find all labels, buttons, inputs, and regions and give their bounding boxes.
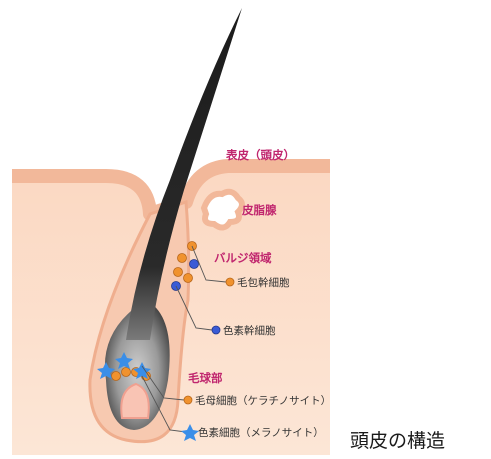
hair-follicle-stem-cell-label: 毛包幹細胞 — [237, 276, 290, 289]
diagram-caption: 頭皮の構造 — [350, 430, 445, 452]
bulge-region-label: バルジ領域 — [214, 251, 272, 265]
melanocyte-label: 色素細胞（メラノサイト） — [198, 426, 324, 439]
blue-circle-icon — [212, 326, 220, 334]
hair-bulb-label: 毛球部 — [188, 371, 223, 385]
orange-circle-icon — [226, 278, 234, 286]
orange-circle-icon — [178, 254, 187, 263]
epidermis-label: 表皮（頭皮） — [225, 148, 295, 162]
orange-circle-icon — [184, 396, 192, 404]
hair-matrix-cell-label: 毛母細胞（ケラチノサイト） — [195, 394, 331, 407]
orange-circle-icon — [122, 368, 131, 377]
orange-circle-icon — [184, 274, 193, 283]
sebaceous-gland-label: 皮脂腺 — [241, 203, 277, 217]
orange-circle-icon — [174, 268, 183, 277]
sebaceous-gland — [204, 192, 242, 228]
melanocyte-stem-cell-label: 色素幹細胞 — [223, 324, 276, 337]
blue-circle-icon — [190, 260, 199, 269]
orange-circle-icon — [112, 372, 121, 381]
